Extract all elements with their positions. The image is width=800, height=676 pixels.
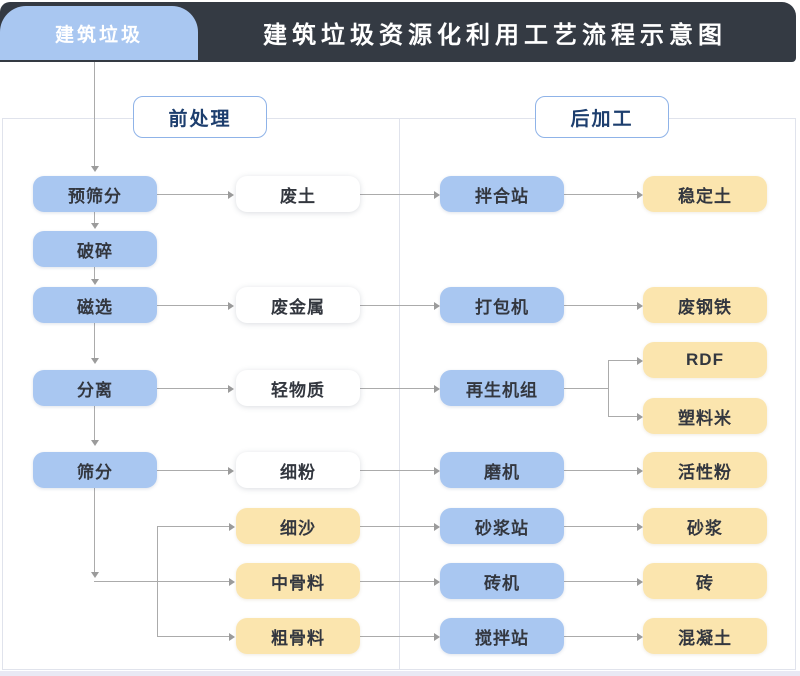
arrow-right-icon [434,190,440,199]
node-plastic-pellets: 塑料米 [643,398,767,434]
node-concrete-mixing-station: 搅拌站 [440,618,564,654]
arrow-right-icon [637,301,643,310]
node-concrete: 混凝土 [643,618,767,654]
flow-line [564,388,608,389]
node-active-powder: 活性粉 [643,452,767,488]
flow-line [564,636,637,637]
flow-line [564,305,637,306]
node-recycling-unit: 再生机组 [440,370,564,406]
flow-line [564,470,637,471]
node-scrap-steel: 废钢铁 [643,287,767,323]
flow-line [608,416,637,417]
flow-line [157,526,229,527]
arrow-right-icon [229,577,235,586]
flow-line [360,388,434,389]
flow-line [157,470,228,471]
arrow-right-icon [228,384,234,393]
arrow-down-icon [90,440,99,446]
section-header-pretreatment: 前处理 [133,96,267,138]
footer-strip [0,671,800,676]
arrow-right-icon [637,522,643,531]
node-mill: 磨机 [440,452,564,488]
node-fine-sand: 细沙 [236,508,360,544]
arrow-right-icon [637,190,643,199]
node-brick-machine: 砖机 [440,563,564,599]
source-tab-construction-waste: 建筑垃圾 [0,6,198,60]
node-light-material: 轻物质 [236,370,360,406]
flow-line [94,488,95,572]
arrow-right-icon [229,632,235,641]
flow-line [564,194,637,195]
node-medium-aggregate: 中骨料 [236,563,360,599]
arrow-right-icon [637,577,643,586]
flow-line [360,526,434,527]
node-waste-soil: 废土 [236,176,360,212]
node-magnetic-separation: 磁选 [33,287,157,323]
flow-line [157,526,158,636]
page-title: 建筑垃圾资源化利用工艺流程示意图 [263,21,727,49]
node-fine-powder: 细粉 [236,452,360,488]
arrow-right-icon [434,577,440,586]
arrow-right-icon [434,301,440,310]
flow-line [94,60,95,166]
flow-line [564,581,637,582]
arrow-right-icon [434,384,440,393]
column-divider [399,118,400,670]
node-mortar: 砂浆 [643,508,767,544]
flow-line [360,194,434,195]
flow-line [94,406,95,440]
arrow-down-icon [90,358,99,364]
arrow-right-icon [228,301,234,310]
flow-line [157,305,228,306]
arrow-right-icon [637,632,643,641]
arrow-right-icon [228,190,234,199]
node-pre-screening: 预筛分 [33,176,157,212]
node-baler: 打包机 [440,287,564,323]
node-mortar-station: 砂浆站 [440,508,564,544]
flow-line [157,194,228,195]
flow-line [360,470,434,471]
arrow-down-icon [90,223,99,229]
flow-line [360,636,434,637]
arrow-down-icon [90,166,99,172]
flow-line [94,267,95,279]
flow-line [94,212,95,223]
flow-line [608,360,609,416]
node-brick: 砖 [643,563,767,599]
node-mixing-station: 拌合站 [440,176,564,212]
arrow-right-icon [637,412,643,421]
flow-line [94,581,229,582]
arrow-down-icon [90,572,99,578]
arrow-right-icon [434,466,440,475]
arrow-right-icon [637,466,643,475]
node-coarse-aggregate: 粗骨料 [236,618,360,654]
section-header-postprocessing: 后加工 [535,96,669,138]
node-stabilized-soil: 稳定土 [643,176,767,212]
node-rdf: RDF [643,342,767,378]
flow-line [608,360,637,361]
node-scrap-metal: 废金属 [236,287,360,323]
arrow-down-icon [90,279,99,285]
arrow-right-icon [228,466,234,475]
node-screening: 筛分 [33,452,157,488]
node-separation: 分离 [33,370,157,406]
flow-line [157,388,228,389]
flow-line [157,636,229,637]
arrow-right-icon [229,522,235,531]
flow-line [360,305,434,306]
arrow-right-icon [434,632,440,641]
arrow-right-icon [637,356,643,365]
flow-line [360,581,434,582]
flow-line [94,323,95,358]
arrow-right-icon [434,522,440,531]
node-crushing: 破碎 [33,231,157,267]
flow-line [564,526,637,527]
